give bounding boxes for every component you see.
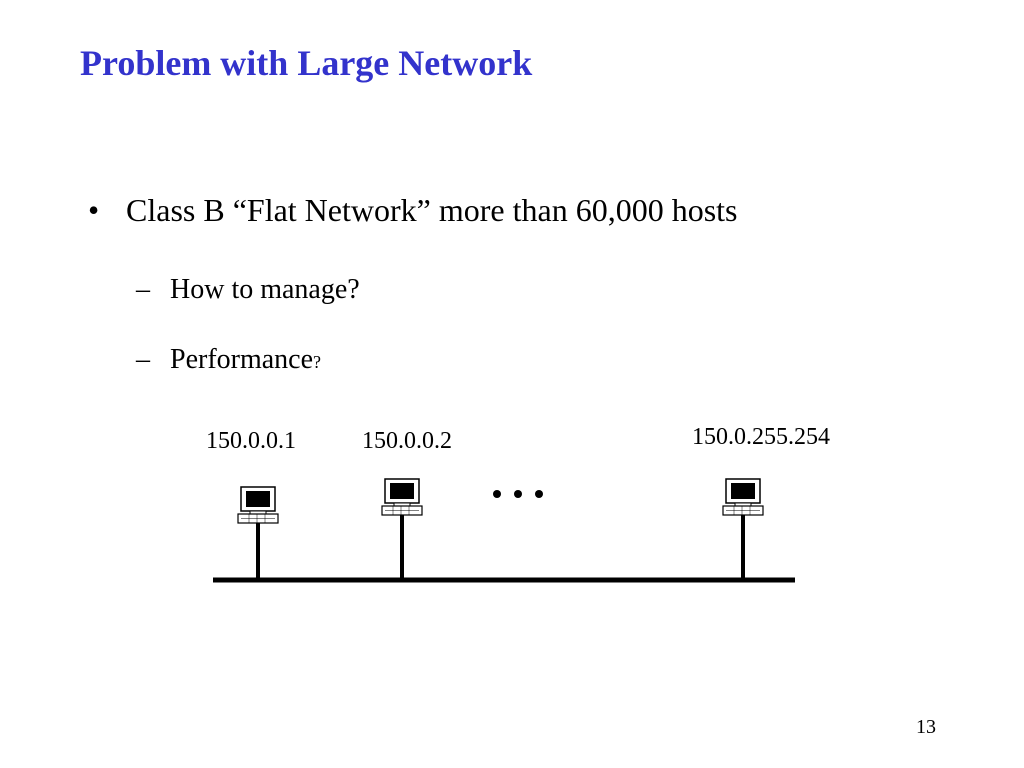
- computer-icon: [722, 478, 764, 516]
- sub-bullet-mark: –: [136, 344, 150, 375]
- bullet-mark: •: [88, 192, 100, 228]
- bullet-item: • Class B “Flat Network” more than 60,000…: [88, 192, 737, 229]
- computer-icon: [237, 486, 279, 524]
- sub-bullet-mark: –: [136, 274, 150, 305]
- sub-bullet-item: –Performance?: [136, 344, 321, 376]
- host-label: 150.0.255.254: [692, 424, 830, 450]
- computer-icon: [381, 478, 423, 516]
- sub-bullet-text: How to manage?: [170, 274, 360, 305]
- host-label: 150.0.0.2: [362, 428, 452, 454]
- ellipsis: [493, 490, 543, 498]
- sub-bullet-suffix: ?: [313, 352, 322, 372]
- host-label: 150.0.0.1: [206, 428, 296, 454]
- bullet-text: Class B “Flat Network” more than 60,000 …: [126, 192, 738, 228]
- page-number: 13: [916, 716, 936, 738]
- slide-title: Problem with Large Network: [80, 43, 533, 83]
- sub-bullet-item: –How to manage?: [136, 274, 360, 306]
- sub-bullet-text: Performance: [170, 344, 314, 375]
